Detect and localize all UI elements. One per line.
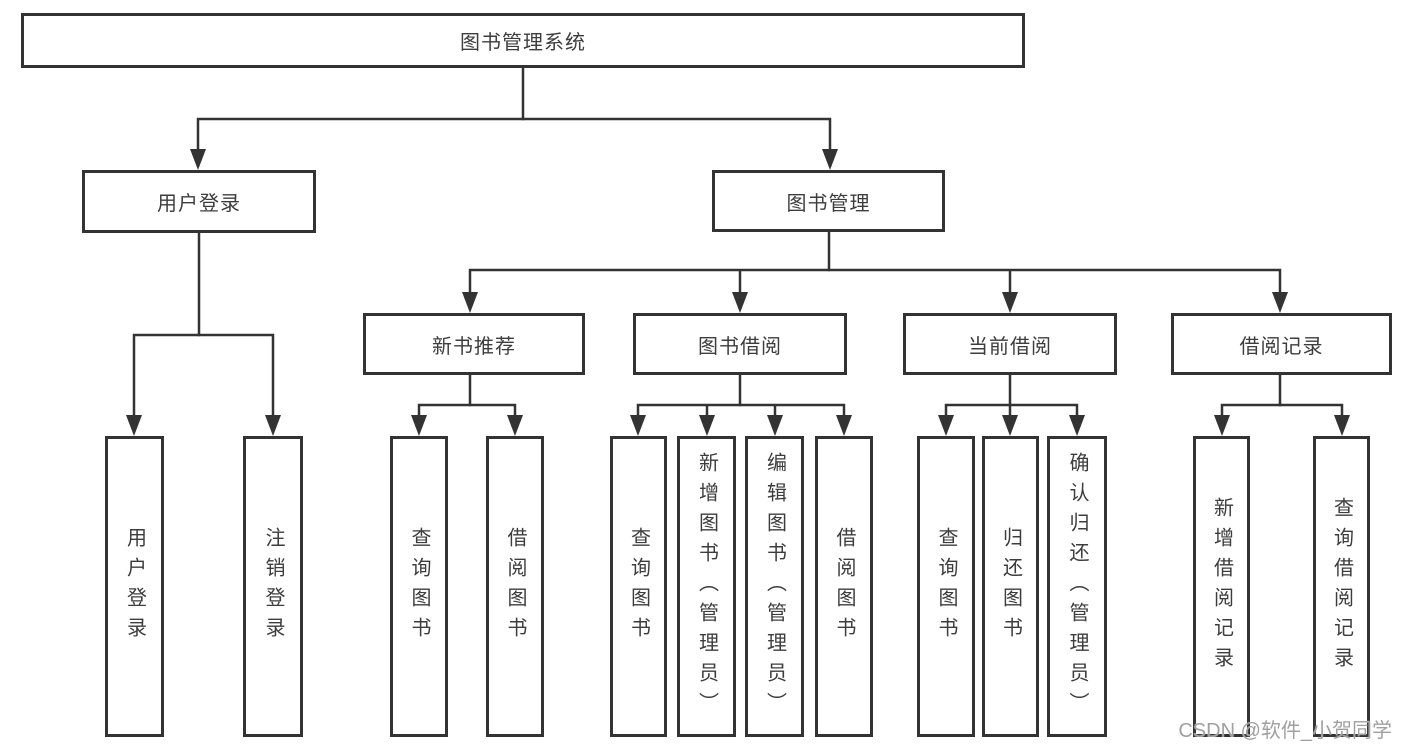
leaf-user-login: 用户登录	[105, 436, 164, 737]
arrow-down-icon	[630, 415, 646, 436]
leaf-query-borrow-record: 查询借阅记录	[1313, 436, 1370, 737]
leaf-return-books-label: 归还图书	[999, 526, 1022, 647]
node-new-book-recommend: 新书推荐	[363, 313, 585, 375]
arrow-down-icon	[732, 292, 748, 313]
arrow-down-icons	[126, 149, 1350, 436]
leaf-borrow-books: 借阅图书	[815, 436, 873, 737]
arrow-down-icon	[1214, 415, 1230, 436]
connector-book-branch	[468, 268, 1282, 297]
node-root-system: 图书管理系统	[21, 13, 1025, 68]
node-user-login-label: 用户登录	[157, 193, 241, 215]
node-current-borrow-label: 当前借阅	[968, 335, 1052, 358]
node-book-management-label: 图书管理	[786, 192, 871, 215]
node-new-book-recommend-label: 新书推荐	[432, 335, 516, 358]
arrow-down-icon	[411, 415, 427, 436]
leaf-confirm-return-admin-label: 确认归还（管理员）	[1066, 451, 1088, 722]
node-current-borrow: 当前借阅	[903, 313, 1117, 375]
arrow-down-icon	[938, 415, 954, 436]
leaf-borrow-books-recommend: 借阅图书	[486, 436, 544, 737]
node-user-login: 用户登录	[82, 170, 316, 233]
connector-records-branch	[1220, 403, 1344, 420]
arrow-down-icon	[767, 415, 783, 436]
connector-user-branch	[132, 333, 275, 420]
arrow-down-icon	[126, 415, 142, 436]
leaf-logout: 注销登录	[243, 436, 303, 737]
leaf-user-login-label: 用户登录	[123, 526, 146, 647]
connector-borrow-branch	[636, 403, 846, 420]
leaf-query-books-borrow-label: 查询图书	[627, 526, 650, 647]
leaf-return-books: 归还图书	[982, 436, 1039, 737]
leaf-query-books-current-label: 查询图书	[935, 526, 957, 647]
node-root-label: 图书管理系统	[460, 32, 586, 54]
arrow-down-icon	[836, 415, 852, 436]
leaf-query-books-recommend: 查询图书	[390, 436, 448, 737]
leaf-add-books-admin-label: 新增图书（管理员）	[695, 451, 718, 722]
arrow-down-icon	[507, 415, 523, 436]
leaf-query-books-current: 查询图书	[917, 436, 975, 737]
leaf-confirm-return-admin: 确认归还（管理员）	[1047, 436, 1107, 737]
leaf-borrow-books-label: 借阅图书	[833, 526, 855, 647]
leaf-edit-books-admin: 编辑图书（管理员）	[745, 436, 804, 737]
connector-recommend-branch	[417, 403, 517, 420]
arrow-down-icon	[1002, 415, 1018, 436]
leaf-logout-label: 注销登录	[262, 526, 284, 647]
arrow-down-icon	[265, 415, 281, 436]
arrow-down-icon	[1002, 292, 1018, 313]
leaf-add-books-admin: 新增图书（管理员）	[677, 436, 736, 737]
node-book-management: 图书管理	[712, 170, 945, 232]
node-book-borrow: 图书借阅	[633, 313, 847, 375]
arrow-down-icon	[1069, 415, 1085, 436]
arrow-down-icon	[462, 292, 478, 313]
leaf-edit-books-admin-label: 编辑图书（管理员）	[763, 451, 786, 722]
leaf-query-books-borrow: 查询图书	[610, 436, 667, 737]
arrow-down-icon	[699, 415, 715, 436]
node-borrow-records-label: 借阅记录	[1239, 335, 1324, 358]
leaf-add-borrow-record: 新增借阅记录	[1193, 436, 1250, 737]
leaf-add-borrow-record-label: 新增借阅记录	[1210, 496, 1233, 677]
arrow-down-icon	[1272, 292, 1288, 313]
leaf-borrow-books-recommend-label: 借阅图书	[504, 526, 526, 647]
node-borrow-records: 借阅记录	[1171, 313, 1392, 375]
arrow-down-icon	[190, 149, 206, 170]
arrow-down-icon	[822, 149, 838, 170]
leaf-query-borrow-record-label: 查询借阅记录	[1330, 496, 1353, 677]
connector-root-branch	[196, 117, 832, 154]
arrow-down-icon	[1334, 415, 1350, 436]
node-book-borrow-label: 图书借阅	[698, 335, 782, 358]
csdn-watermark: CSDN @软件_小贺同学	[1178, 720, 1392, 742]
leaf-query-books-recommend-label: 查询图书	[408, 526, 430, 647]
